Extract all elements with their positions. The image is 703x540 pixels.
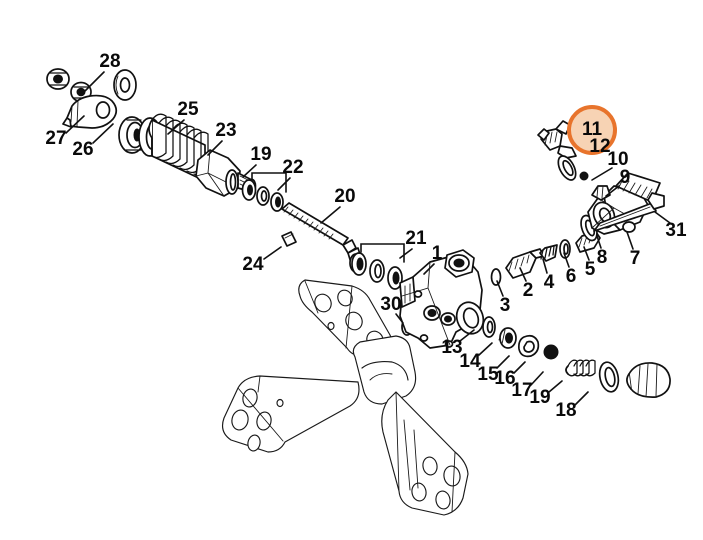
leader-line-16 [513,361,526,374]
leader-line-6 [563,252,570,268]
part-washer-19 [225,169,239,195]
callout-label-1: 1 [432,243,443,264]
callout-label-20: 20 [334,186,355,207]
part-ball-check-16 [543,344,559,360]
callout-leader-lines [65,71,671,406]
leader-line-22 [277,177,291,191]
callout-label-6: 6 [566,266,577,287]
highlight-circle-part-11[interactable] [567,105,617,155]
callout-label-28: 28 [99,51,120,72]
leader-line-26 [92,123,114,144]
leader-line-13 [459,329,475,342]
leader-line-5 [583,246,590,261]
leader-line-14 [478,342,493,356]
part-spring-17 [565,359,596,377]
callout-label-16: 16 [494,368,515,389]
callout-label-19: 19 [529,387,550,408]
leader-line-20 [320,206,341,224]
leader-line-21 [399,248,413,259]
leader-line-1 [423,263,435,275]
leader-line-7 [626,231,634,250]
part-seal-washer-14 [498,327,517,349]
callout-label-14: 14 [459,351,481,372]
callout-label-17: 17 [511,380,532,401]
callout-label-25: 25 [177,99,199,120]
callout-label-22: 22 [282,157,303,178]
part-spring-washer-stack-4 [539,244,558,262]
callout-label-5: 5 [585,259,596,280]
part-bracket-casting [221,279,469,516]
leader-line-31 [654,211,671,224]
part-o-ring-13 [482,316,496,338]
callout-label-7: 7 [630,248,641,269]
callout-label-15: 15 [477,364,499,385]
part-o-ring-3 [490,268,502,286]
leader-line-2 [519,267,527,282]
callout-label-2: 2 [523,280,534,301]
callout-label-13: 13 [441,337,462,358]
leader-line-19 [548,380,563,393]
callout-label-18: 18 [555,400,576,421]
leader-line-9 [605,185,620,197]
callout-label-12: 12 [589,136,610,157]
part-washer-6 [559,239,571,259]
part-fitting-2 [505,248,545,279]
leader-line-19 [242,164,257,178]
callout-label-10: 10 [607,149,628,170]
leader-line-10 [591,167,613,181]
part-lock-nut-a [46,68,70,90]
callout-label-8: 8 [597,247,608,268]
part-fitting-11 [537,120,577,159]
leader-line-17 [530,371,544,386]
leader-line-23 [207,140,223,156]
leader-line-3 [496,280,504,297]
callout-label-23: 23 [215,120,236,141]
part-washer-28 [113,69,137,101]
leader-line-8 [596,235,602,249]
leader-line-25 [167,119,185,135]
leader-line-18 [574,391,589,406]
callout-label-11-highlighted: 11 [582,119,603,140]
part-bolt-31 [593,192,665,232]
callout-label-30: 30 [380,294,401,315]
leader-line-4 [542,258,548,274]
leader-line-28 [82,71,105,94]
callout-label-19: 19 [250,144,271,165]
leader-line-30 [395,313,404,324]
callout-label-27: 27 [45,128,66,149]
part-cap-plug-18 [626,362,671,398]
leader-line-24 [263,246,282,260]
callout-label-21: 21 [405,228,427,249]
part-o-ring-12 [557,155,577,181]
part-lock-nut-b [70,81,92,103]
part-lever-bracket-27 [62,94,118,129]
callout-label-4: 4 [544,272,555,293]
part-roll-pin-24 [281,231,297,247]
part-washer-21-set [351,243,405,290]
part-coil-spring-25 [148,113,209,182]
part-washer-22-set [241,172,287,212]
callout-label-24: 24 [242,254,264,275]
part-cup-seal-15 [518,334,540,358]
part-o-ring-19b [598,361,620,393]
callout-label-31: 31 [665,220,687,241]
part-valve-body-1 [399,249,485,349]
callout-label-26: 26 [72,139,93,160]
leader-line-15 [496,355,510,369]
part-ball-10 [579,171,589,181]
callout-label-9: 9 [620,167,631,188]
callout-label-3: 3 [500,295,511,316]
leader-line-27 [65,115,85,134]
